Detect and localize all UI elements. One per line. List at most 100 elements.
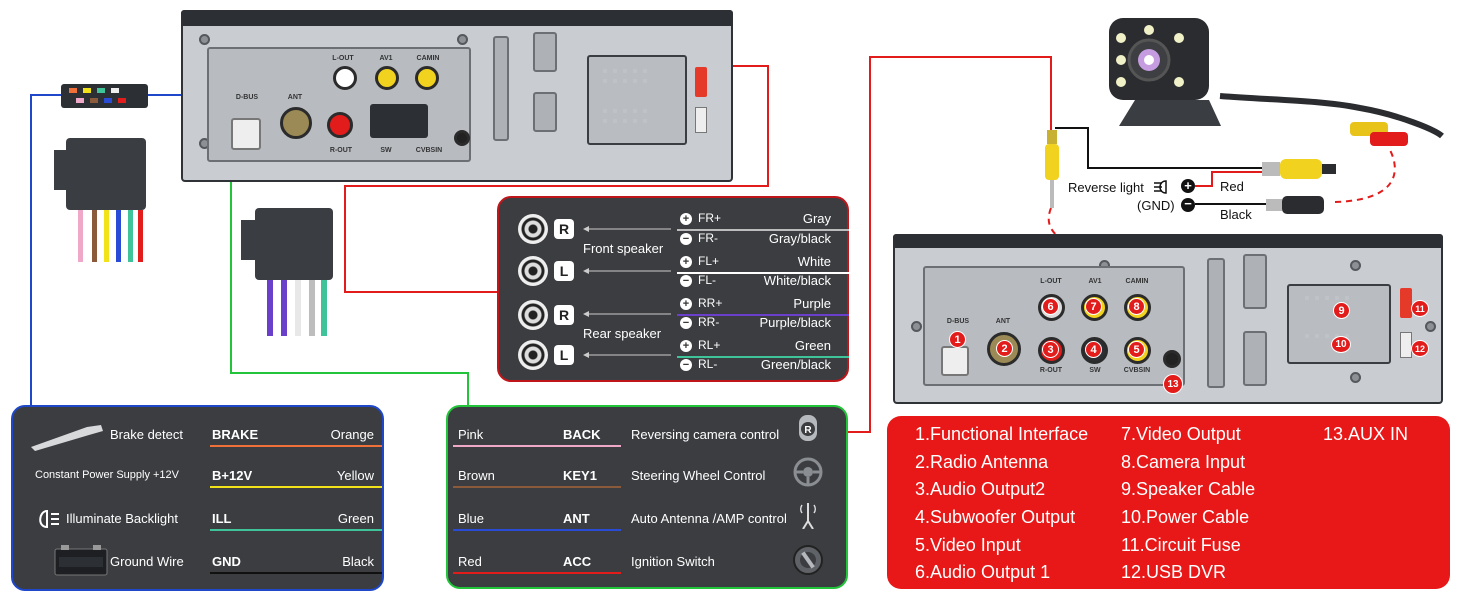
speaker-wire-color: Green/black [760, 357, 831, 372]
legend-item: 8.Camera Input [1121, 452, 1246, 472]
port-av1 [375, 66, 399, 90]
power-wire-code: B+12V [212, 468, 253, 483]
badge-6: 6 [1042, 298, 1059, 315]
aux-jack [454, 130, 470, 146]
control-wire-code: ANT [563, 511, 590, 526]
speaker-jack-fr [518, 214, 548, 244]
plus-icon: + [680, 298, 692, 310]
badge-8: 8 [1128, 298, 1145, 315]
aux-jack-b [1163, 350, 1181, 368]
backup-camera [1105, 14, 1225, 132]
port-ant [280, 107, 312, 139]
port-label-cvbsin: CVBSIN [415, 147, 443, 154]
minus-icon: − [680, 359, 692, 371]
dbus-port-b [941, 346, 969, 376]
legend-item: 5.Video Input [915, 535, 1021, 555]
speaker-wire-code: FL- [698, 273, 716, 287]
speaker-jack-fl [518, 256, 548, 286]
control-wire-line [453, 529, 621, 531]
power-wire-color: Orange [330, 427, 374, 442]
power-wire-code: BRAKE [212, 427, 259, 442]
camera-black-wire [1055, 127, 1262, 169]
front-speaker-label: Front speaker [583, 241, 664, 256]
port-label-cvbsin-b: CVBSIN [1123, 367, 1151, 374]
minus-icon: − [680, 317, 692, 329]
usb-port-b [1400, 332, 1412, 358]
port-label-ant: ANT [287, 94, 303, 101]
camera-red-power [1195, 171, 1262, 187]
rca-plug-camera [1262, 158, 1336, 180]
camera-cable [1219, 93, 1444, 146]
power-wire-color: Black [342, 554, 374, 569]
control-wire-line [453, 445, 621, 447]
green-wire [230, 159, 469, 405]
red-wire-label: Red [1220, 179, 1244, 194]
handbrake-icon [31, 425, 103, 451]
badge-4: 4 [1085, 341, 1102, 358]
headlight-small-icon [1154, 180, 1167, 194]
control-function-label: Reversing camera control [631, 427, 780, 442]
speaker-wire-color: White [797, 254, 831, 269]
control-wire-color: Red [458, 554, 482, 569]
power-label: Brake detect [110, 427, 183, 442]
small-harness-connector [61, 84, 148, 108]
control-wire-code: ACC [563, 554, 592, 569]
speaker-jack-rl [518, 340, 548, 370]
dc-plug [1266, 194, 1336, 216]
head-unit-top: L-OUT AV1 CAMIN D-BUS ANT R-OUT SW CVBSI… [181, 10, 733, 182]
speaker-wire-color: Green [794, 338, 831, 353]
dbus-port [231, 118, 261, 150]
port-label-rout-b: R-OUT [1039, 367, 1063, 374]
speaker-wire-color: Purple/black [759, 315, 831, 330]
control-wire-code: KEY1 [563, 468, 597, 483]
legend-item: 10.Power Cable [1121, 507, 1250, 527]
speaker-wire-code: FR- [698, 231, 718, 245]
legend-item: 9.Speaker Cable [1121, 479, 1256, 499]
speaker-wire-color: White/black [763, 273, 831, 288]
badge-3: 3 [1042, 341, 1059, 358]
plus-icon: + [1181, 179, 1195, 193]
svg-text:R: R [804, 425, 812, 436]
badge-7: 7 [1085, 298, 1102, 315]
legend-item: 4.Subwoofer Output [915, 507, 1076, 527]
dashed-link-2 [1334, 149, 1396, 203]
control-wire-color: Brown [458, 468, 495, 483]
minus-icon: − [680, 275, 692, 287]
speaker-wire-code: FL+ [698, 254, 720, 268]
legend-item: 3.Audio Output2 [915, 479, 1046, 499]
black-wire-label: Black [1220, 207, 1252, 222]
legend-item: 7.Video Output [1121, 424, 1241, 444]
speaker-wiring-panel: R L R L Front speaker Rear speaker +FR+G… [497, 196, 849, 382]
power-wire-color: Green [337, 511, 374, 526]
control-function-label: Auto Antenna /AMP control [631, 511, 787, 526]
badge-2: 2 [996, 340, 1013, 357]
power-wire-color: Yellow [336, 468, 374, 483]
port-label-lout: L-OUT [332, 55, 354, 62]
speaker-wire-code: RR- [698, 315, 720, 329]
port-label-camin: CAMIN [416, 55, 440, 62]
battery-icon [54, 545, 108, 576]
badge-10: 10 [1331, 336, 1351, 353]
speaker-letter: R [554, 219, 574, 239]
port-label-dbus-b: D-BUS [946, 318, 970, 325]
power-label: Constant Power Supply +12V [35, 469, 180, 481]
speaker-wire-color: Purple [793, 296, 831, 311]
gnd-label: (GND) [1137, 198, 1175, 213]
badge-12: 12 [1411, 340, 1429, 357]
rca-plug-yellow [1043, 130, 1061, 210]
port-rout [327, 112, 353, 138]
speaker-wire-color: Gray [802, 211, 831, 226]
head-unit-numbered: D-BUS 1 ANT 2 L-OUT 6 AV1 7 CAMIN 8 3 R-… [893, 234, 1443, 404]
legend-item: 1.Functional Interface [915, 424, 1089, 444]
port-label-av1: AV1 [379, 55, 393, 62]
badge-5: 5 [1128, 341, 1145, 358]
port-label-sw: SW [380, 147, 392, 154]
power-wire-line [210, 572, 382, 574]
port-ant-b [987, 332, 1021, 366]
speaker-wire-code: RR+ [698, 296, 723, 310]
fuse-b [1400, 288, 1412, 318]
power-wiring-panel: Brake detect Constant Power Supply +12V … [11, 405, 384, 591]
power-label: Ground Wire [110, 554, 184, 569]
main-harness-socket [587, 55, 687, 145]
